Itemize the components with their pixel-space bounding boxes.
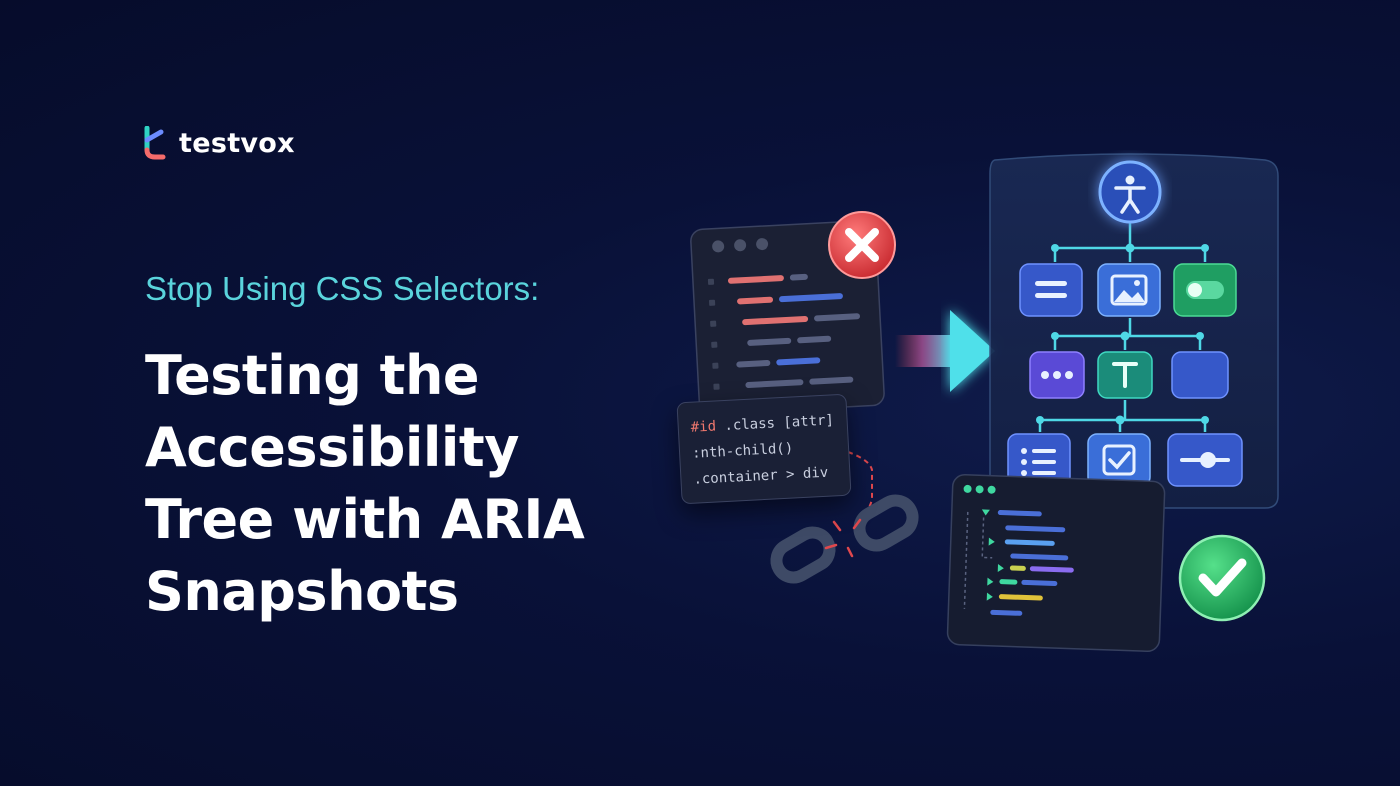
more-dots-icon — [1029, 351, 1085, 399]
brand-name: testvox — [179, 127, 295, 159]
broken-chain-icon — [770, 451, 919, 584]
slider-icon — [1167, 433, 1243, 487]
hero-headline: Testing the Accessibility Tree with ARIA… — [145, 344, 585, 623]
testvox-logo-icon — [144, 126, 166, 160]
success-check-icon — [1178, 534, 1266, 622]
error-x-icon — [828, 211, 896, 279]
list-icon — [1007, 433, 1071, 487]
image-icon — [1097, 263, 1161, 317]
selector-editor-window — [690, 220, 885, 415]
selector-code-snippet: #id .class [attr] :nth-child() .containe… — [676, 393, 852, 505]
checkbox-icon — [1087, 433, 1151, 487]
accessibility-tree-panel — [989, 153, 1279, 509]
transition-arrow-icon — [895, 310, 995, 392]
toggle-icon — [1173, 263, 1237, 317]
hero-subtitle: Stop Using CSS Selectors: — [145, 270, 540, 307]
aria-snapshot-window — [946, 474, 1166, 653]
brand-logo: testvox — [143, 126, 295, 160]
blank-node-icon — [1171, 351, 1229, 399]
text-lines-icon — [1019, 263, 1083, 317]
text-t-icon — [1097, 351, 1153, 399]
accessibility-person-icon — [1098, 160, 1162, 224]
